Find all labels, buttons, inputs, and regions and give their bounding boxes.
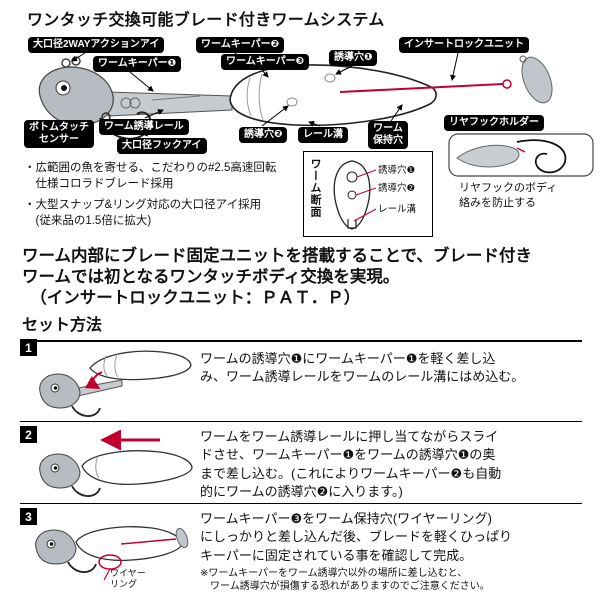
rear-hook-holder-art	[448, 133, 594, 177]
step-2-number: 2	[20, 426, 37, 443]
label-guide-hole-2: 誘導穴❷	[239, 127, 288, 143]
feature-bullets: ・広範囲の魚を寄せる、こだわりの#2.5高速回転 仕様コロラドブレード採用 ・大…	[24, 160, 316, 234]
step-3-art	[35, 526, 189, 581]
label-holding-hole: ワーム 保持穴	[368, 121, 408, 149]
label-worm-keeper-3: ワームキーパー❸	[221, 54, 310, 70]
cross-section-hole2-label: 誘導穴❷	[378, 183, 416, 194]
step-2-text: ワームをワーム誘導レールに押し当てながらスライ ドさせ、ワームキーパー❶をワーム…	[200, 429, 502, 500]
step-1-art	[39, 350, 192, 417]
label-hook-eye: 大口径フックアイ	[117, 138, 207, 154]
label-rail-groove: レール溝	[298, 127, 348, 143]
step-divider	[20, 503, 582, 504]
rear-hook-note: リヤフックのボディ 絡みを防止する	[459, 182, 558, 209]
step-3-text: ワームキーパー❸をワーム保持穴(ワイヤーリング) にしっかりと差し込んだ後、ブレ…	[200, 511, 513, 563]
label-action-eye: 大口径2WAYアクションアイ	[28, 37, 165, 53]
cross-section-hole1-label: 誘導穴❶	[378, 165, 416, 176]
label-bottom-sensor: ボトムタッチ センサー	[24, 120, 94, 148]
feature-bullet-1: ・広範囲の魚を寄せる、こだわりの#2.5高速回転 仕様コロラドブレード採用	[24, 162, 277, 191]
step-3-caution-note: ※ワームキーパーをワーム誘導穴以外の場所に差し込むと、 ワーム誘導穴が損傷する恐…	[200, 568, 490, 592]
cross-section-art	[333, 160, 376, 230]
worm-cross-section-panel: ワーム断面 誘導穴❶ 誘導穴❷ レール溝	[303, 151, 433, 237]
label-guide-rail: ワーム誘導レール	[99, 119, 189, 135]
label-rear-hook-holder: リヤフックホルダー	[444, 115, 544, 131]
wire-ring-callout: ワイヤー リング	[110, 568, 146, 589]
step-1-number: 1	[20, 339, 37, 356]
cross-section-groove-label: レール溝	[378, 204, 417, 215]
statement-text: ワーム内部にブレード固定ユニットを搭載することで、ブレード付き ワームでは初とな…	[22, 247, 532, 307]
label-worm-keeper-2: ワームキーパー❷	[196, 37, 285, 53]
page-title: ワンタッチ交換可能ブレード付きワームシステム	[27, 12, 385, 29]
step-2-art	[39, 430, 193, 497]
label-worm-keeper-1: ワームキーパー❶	[93, 56, 182, 72]
feature-bullet-2: ・大型スナップ&リング対応の大口径アイ採用 (従来品の1.5倍に拡大)	[24, 199, 262, 228]
label-guide-hole-1: 誘導穴❶	[329, 50, 378, 66]
cross-section-title: ワーム断面	[309, 158, 321, 218]
step-3-number: 3	[20, 508, 37, 525]
step-1-text: ワームの誘導穴❶にワームキーパー❶を軽く差し込 み、ワーム誘導レールをワームのレ…	[200, 351, 525, 385]
step-divider	[20, 421, 582, 422]
label-insert-lock-unit: インサートロックユニット	[399, 37, 529, 53]
setup-heading: セット方法	[22, 311, 582, 342]
